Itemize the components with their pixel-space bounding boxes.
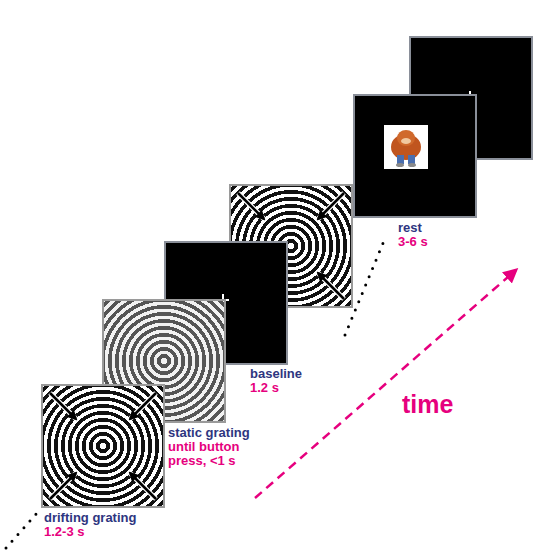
ellipsis-dots <box>345 236 386 335</box>
frame-caption: static gratinguntil button press, <1 s <box>168 426 262 468</box>
time-arrow <box>255 270 516 498</box>
stimulus-frame: static gratinguntil button press, <1 s <box>103 300 225 422</box>
frame-caption: drifting grating1.2-3 s <box>44 511 136 539</box>
phase-name: baseline <box>250 367 302 381</box>
stimulus-frame: baseline1.2 s <box>165 242 287 364</box>
stimulus-frame: drifting grating1.2-3 s <box>42 385 164 507</box>
frame-caption: baseline1.2 s <box>250 367 302 395</box>
phase-name: rest <box>398 221 428 235</box>
phase-name: drifting grating <box>44 511 136 525</box>
phase-duration: 3-6 s <box>398 235 428 249</box>
frame-caption: rest3-6 s <box>398 221 428 249</box>
phase-name: static grating <box>168 426 262 440</box>
phase-duration: until button press, <1 s <box>168 440 262 468</box>
axis-label: time <box>402 390 453 419</box>
phase-duration: 1.2-3 s <box>44 525 136 539</box>
reward-frame <box>354 95 476 217</box>
drifting-grating-frame <box>42 385 164 507</box>
stimulus-frame: rest3-6 s <box>354 95 476 217</box>
phase-duration: 1.2 s <box>250 381 302 395</box>
ellipsis-dots <box>6 512 38 548</box>
